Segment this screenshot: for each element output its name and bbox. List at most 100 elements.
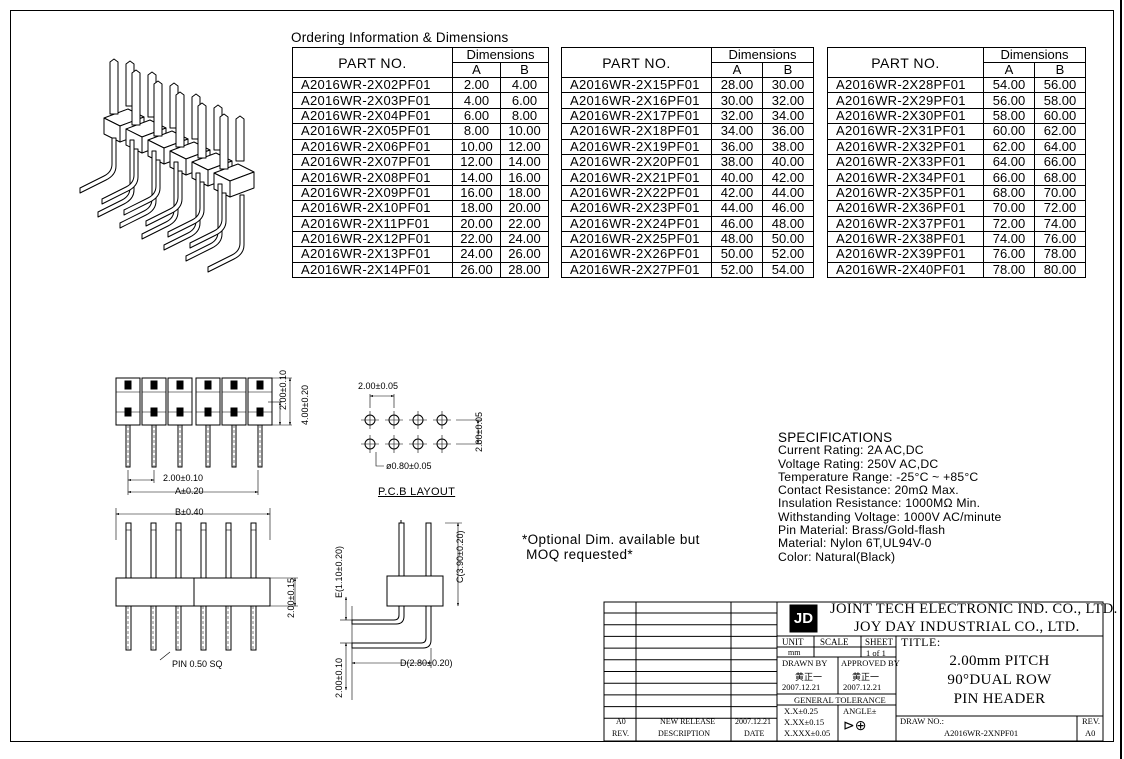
optional-note-line-2: MOQ requested* [522, 546, 634, 562]
pcb-layout-caption: P.C.B LAYOUT [378, 486, 456, 498]
dimension-b: 54.00 [762, 261, 814, 279]
dimension-b: 8.00 [500, 107, 549, 125]
title-line-1: 2.00mm PITCH [949, 653, 1050, 669]
part-number: A2016WR-2X30PF01 [827, 107, 984, 125]
unit-label: UNIT [782, 637, 804, 647]
part-number: A2016WR-2X18PF01 [561, 123, 712, 140]
dimension-b: 80.00 [1034, 261, 1086, 279]
spec-line: Material: Nylon 6T,UL94V-0 [778, 536, 932, 551]
part-number: A2016WR-2X39PF01 [827, 246, 984, 263]
part-number: A2016WR-2X29PF01 [827, 92, 984, 109]
dimension-b: 18.00 [500, 184, 549, 202]
dim-pin-sq: PIN 0.50 SQ [172, 659, 223, 669]
part-number: A2016WR-2X06PF01 [292, 138, 453, 155]
dimension-b: 20.00 [500, 200, 549, 217]
sheet-label: SHEET [865, 637, 893, 647]
part-number: A2016WR-2X11PF01 [292, 215, 453, 232]
dimension-a: 52.00 [711, 261, 763, 279]
general-tolerance: GENERAL TOLERANCE [794, 695, 886, 705]
header-part-no: PART NO. [292, 47, 453, 78]
dimension-b: 52.00 [762, 246, 814, 263]
drawing-title: 2.00mm PITCH 90°DUAL ROW PIN HEADER [896, 652, 1103, 709]
dimension-b: 50.00 [762, 230, 814, 248]
dimension-a: 54.00 [983, 76, 1035, 94]
dimension-b: 16.00 [500, 169, 549, 186]
dimension-b: 40.00 [762, 153, 814, 171]
pcb-layout-drawing [361, 394, 482, 467]
revision-rev: A0 [616, 717, 626, 726]
drawn-by: 黄正一 [795, 672, 823, 682]
right-angle-side-drawing [340, 520, 462, 700]
side-elevation-drawing [115, 508, 298, 661]
dimension-b: 10.00 [500, 123, 549, 140]
rev-value: A0 [1085, 728, 1096, 738]
part-number: A2016WR-2X07PF01 [292, 153, 453, 171]
dimension-b: 32.00 [762, 92, 814, 109]
dimension-b: 76.00 [1034, 230, 1086, 248]
company-logo: JD [793, 610, 814, 627]
dim-pitch-010: 2.00±0.10 [163, 473, 203, 483]
part-number: A2016WR-2X04PF01 [292, 107, 453, 125]
optional-note-line-1: *Optional Dim. available but [522, 532, 700, 547]
dim-hole: ø0.80±0.05 [386, 461, 432, 471]
dimension-b: 22.00 [500, 215, 549, 232]
dimension-b: 26.00 [500, 246, 549, 263]
part-number: A2016WR-2X31PF01 [827, 123, 984, 140]
dim-d: D(2.80±0.20) [400, 658, 453, 668]
drawn-date: 2007.12.21 [782, 682, 821, 692]
part-number: A2016WR-2X28PF01 [827, 76, 984, 94]
dim-c: C(3.90±0.20) [455, 530, 465, 583]
spec-line: Voltage Rating: 250V AC,DC [778, 456, 939, 471]
draw-no-label: DRAW NO.: [900, 716, 945, 726]
drawing-border [10, 10, 1114, 742]
title-line-2: 90°DUAL ROW [947, 672, 1052, 688]
tolerance-3: X.XXX±0.05 [784, 728, 831, 738]
part-number: A2016WR-2X33PF01 [827, 153, 984, 171]
dimension-a: 14.00 [452, 169, 501, 186]
dimension-a: 26.00 [452, 261, 501, 279]
part-number: A2016WR-2X26PF01 [561, 246, 712, 263]
part-number: A2016WR-2X13PF01 [292, 246, 453, 263]
part-number: A2016WR-2X03PF01 [292, 92, 453, 109]
spec-line: Current Rating: 2A AC,DC [778, 443, 924, 458]
ordering-title: Ordering Information & Dimensions [291, 30, 509, 45]
dimension-b: 58.00 [1034, 92, 1086, 109]
dimension-b: 44.00 [762, 184, 814, 202]
dimension-b: 28.00 [500, 261, 549, 279]
approved-by: 黄正一 [852, 672, 880, 682]
revision-header-rev: REV. [612, 729, 629, 738]
dimension-a: 28.00 [711, 76, 763, 94]
revision-header-date: DATE [744, 729, 765, 738]
dimension-a: 76.00 [983, 246, 1035, 263]
dim-side-010: 2.00±0.10 [334, 658, 344, 698]
part-number: A2016WR-2X32PF01 [827, 138, 984, 155]
spec-line: Pin Material: Brass/Gold-flash [778, 523, 946, 538]
part-number: A2016WR-2X05PF01 [292, 123, 453, 140]
dimension-b: 38.00 [762, 138, 814, 155]
dimension-a: 58.00 [983, 107, 1035, 125]
